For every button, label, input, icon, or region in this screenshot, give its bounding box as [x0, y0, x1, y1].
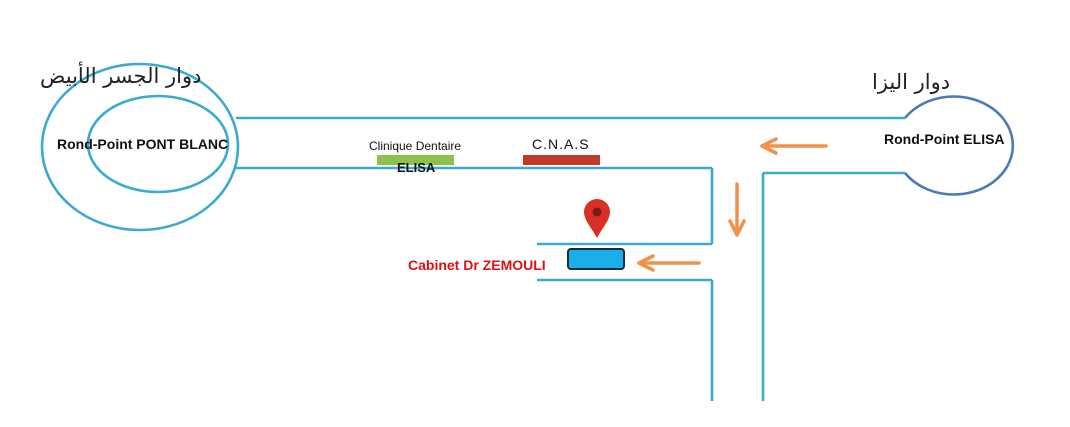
roundabout-pont-blanc [40, 62, 240, 232]
cnas-bar [523, 155, 600, 165]
cabinet-box [567, 248, 625, 270]
cnas-label: C.N.A.S [532, 136, 590, 152]
roundabout-right-arabic-label: دوار اليزا [872, 70, 951, 94]
arrow-down-icon [728, 182, 746, 237]
roundabout-left-arabic-label: دوار الجسر الأبيض [40, 64, 202, 88]
arrow-left-icon [637, 254, 701, 272]
cabinet-label: Cabinet Dr ZEMOULI [408, 257, 546, 273]
arrow-left-icon [760, 137, 828, 155]
roundabout-right-label: Rond-Point ELISA [884, 131, 1005, 147]
roundabout-elisa [903, 95, 1015, 196]
clinic-label: Clinique Dentaire [369, 139, 462, 153]
clinic-name: ELISA [397, 160, 436, 175]
roundabout-left-label: Rond-Point PONT BLANC [57, 136, 229, 152]
clinic-bar [377, 155, 454, 165]
roads [236, 116, 905, 401]
map-pin-icon [584, 199, 610, 238]
